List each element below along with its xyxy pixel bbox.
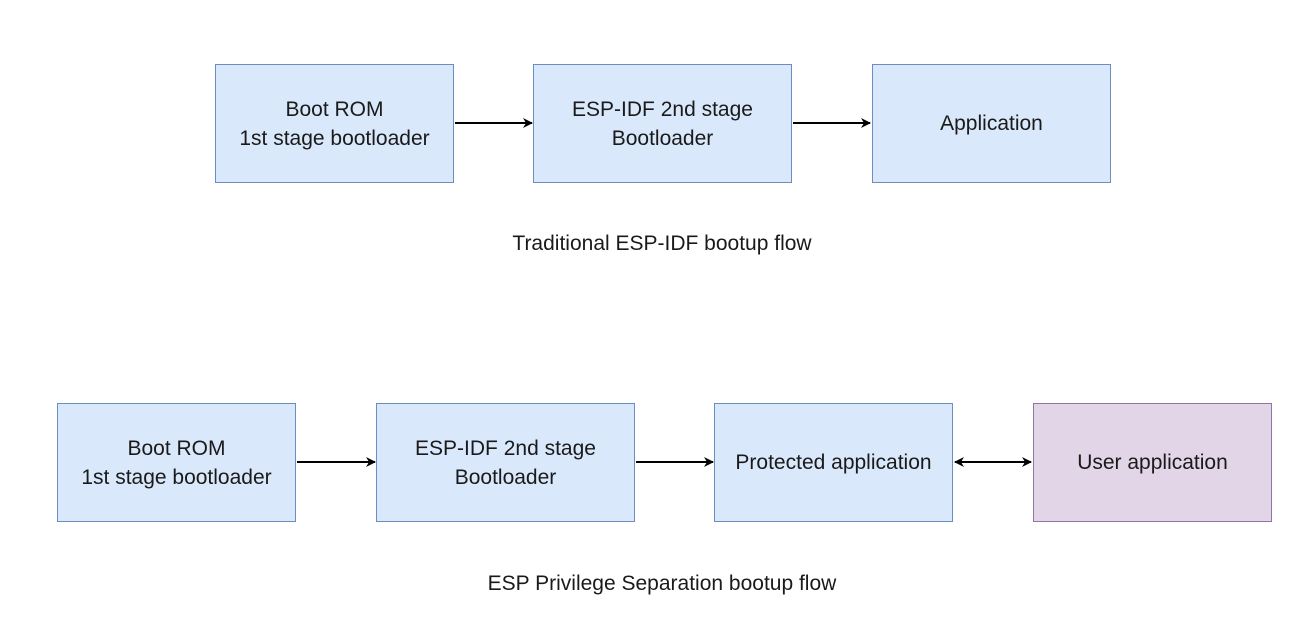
ps-boot-rom-label: Boot ROM 1st stage bootloader	[81, 436, 272, 489]
traditional-caption: Traditional ESP-IDF bootup flow	[512, 232, 812, 255]
protected-application-label: Protected application	[735, 451, 932, 474]
bootloader-label: ESP-IDF 2nd stage Bootloader	[572, 97, 753, 150]
protected-application-box: Protected application	[714, 403, 953, 522]
application-box: Application	[872, 64, 1111, 183]
application-label: Application	[940, 112, 1043, 135]
user-application-label: User application	[1077, 451, 1228, 474]
user-application-box: User application	[1033, 403, 1272, 522]
ps-bootloader-box: ESP-IDF 2nd stage Bootloader	[376, 403, 635, 522]
privilege-separation-caption: ESP Privilege Separation bootup flow	[487, 572, 837, 595]
ps-bootloader-label: ESP-IDF 2nd stage Bootloader	[415, 436, 596, 489]
boot-rom-box: Boot ROM 1st stage bootloader	[215, 64, 454, 183]
boot-rom-label: Boot ROM 1st stage bootloader	[239, 97, 430, 150]
ps-boot-rom-box: Boot ROM 1st stage bootloader	[57, 403, 296, 522]
bootloader-box: ESP-IDF 2nd stage Bootloader	[533, 64, 792, 183]
